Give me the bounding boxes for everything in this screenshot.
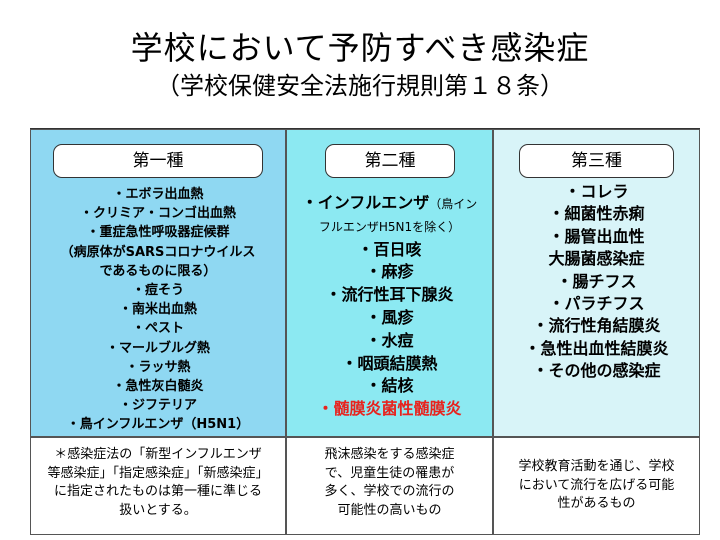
note-line: 学校教育活動を通じ、学校 bbox=[518, 459, 675, 474]
note-line: 等感染症」「指定感染症」「新感染症」 bbox=[47, 465, 269, 481]
list-item: ・エボラ出血熱 bbox=[112, 187, 204, 202]
category-1-disease-list: ・エボラ出血熱 ・クリミア・コンゴ出血熱 ・重症急性呼吸器症候群 （病原体がSA… bbox=[31, 185, 285, 435]
list-item: ・流行性角結膜炎 bbox=[532, 316, 661, 336]
influenza-note: （鳥イン bbox=[429, 197, 478, 211]
note-line: で、児童生徒の罹患が bbox=[324, 465, 455, 481]
list-item: ・鳥インフルエンザ（H5N1） bbox=[66, 417, 250, 433]
page-title: 学校において予防すべき感染症 bbox=[130, 29, 590, 67]
title-divider bbox=[30, 128, 700, 129]
list-item: ・マールブルグ熱 bbox=[105, 340, 210, 356]
category-1-header: 第一種 bbox=[53, 144, 263, 178]
list-item: ・南米出血熱 bbox=[118, 302, 197, 318]
note-line: 多く、学校での流行の bbox=[324, 484, 455, 499]
category-3-note: 学校教育活動を通じ、学校 において流行を広げる可能 性があるもの bbox=[493, 437, 700, 535]
list-item: ・痘そう bbox=[131, 283, 184, 299]
list-item: ・重症急性呼吸器症候群 bbox=[86, 225, 230, 241]
note-line: 性があるもの bbox=[557, 496, 636, 511]
list-item: （病原体がSARSコロナウイルス bbox=[60, 244, 256, 260]
influenza-label: ・インフルエンザ bbox=[301, 193, 430, 212]
note-line: 飛沫感染をする感染症 bbox=[324, 447, 455, 462]
note-line: 可能性の高いもの bbox=[337, 502, 442, 518]
list-item: ・その他の感染症 bbox=[532, 361, 661, 381]
list-item: ・腸管出血性 bbox=[548, 226, 645, 246]
page-subtitle: （学校保健安全法施行規則第１８条） bbox=[156, 72, 564, 100]
list-item: ・百日咳 bbox=[357, 239, 422, 259]
category-3-header: 第三種 bbox=[519, 144, 674, 178]
note-line: ＊感染症法の「新型インフルエンザ bbox=[54, 447, 262, 462]
category-3-disease-list: ・コレラ ・細菌性赤痢 ・腸管出血性 大腸菌感染症 ・腸チフス ・パラチフス ・… bbox=[494, 181, 699, 383]
list-item: ・コレラ bbox=[564, 182, 629, 201]
list-item: 大腸菌感染症 bbox=[548, 249, 645, 269]
list-item: ・急性出血性結膜炎 bbox=[524, 338, 669, 358]
category-2-note: 飛沫感染をする感染症 で、児童生徒の罹患が 多く、学校での流行の 可能性の高いも… bbox=[286, 437, 493, 535]
list-item: ・細菌性赤痢 bbox=[548, 204, 645, 224]
list-item: ・クリミア・コンゴ出血熱 bbox=[79, 206, 236, 222]
list-item: ・急性灰白髄炎 bbox=[112, 379, 204, 395]
note-line: において流行を広げる可能 bbox=[518, 477, 675, 493]
highlighted-list-item: ・髄膜炎菌性髄膜炎 bbox=[317, 399, 462, 419]
list-item: ・麻疹 bbox=[365, 262, 414, 282]
list-item: ・流行性耳下腺炎 bbox=[325, 285, 454, 305]
list-item: ・腸チフス bbox=[556, 271, 637, 291]
category-1-note: ＊感染症法の「新型インフルエンザ 等感染症」「指定感染症」「新感染症」 に指定さ… bbox=[30, 437, 286, 535]
list-item: ・インフルエンザ（鳥イン bbox=[287, 192, 492, 216]
category-2-header: 第二種 bbox=[325, 144, 455, 178]
note-line: 扱いとする。 bbox=[119, 502, 197, 518]
note-line: に指定されたものは第一種に準じる bbox=[53, 484, 262, 499]
category-2-disease-list: ・インフルエンザ（鳥イン フルエンザH5N1を除く） ・百日咳 ・麻疹 ・流行性… bbox=[287, 192, 492, 421]
list-item: ・ジフテリア bbox=[118, 398, 197, 414]
category-2-panel: 第二種 ・インフルエンザ（鳥イン フルエンザH5N1を除く） ・百日咳 ・麻疹 … bbox=[286, 129, 493, 437]
list-item: ・結核 bbox=[365, 376, 414, 396]
list-item: ・ペスト bbox=[131, 321, 184, 337]
category-3-panel: 第三種 ・コレラ ・細菌性赤痢 ・腸管出血性 大腸菌感染症 ・腸チフス ・パラチ… bbox=[493, 129, 700, 437]
list-item: ・水痘 bbox=[365, 330, 414, 350]
list-item: ・ラッサ熱 bbox=[125, 359, 191, 375]
category-1-panel: 第一種 ・エボラ出血熱 ・クリミア・コンゴ出血熱 ・重症急性呼吸器症候群 （病原… bbox=[30, 129, 286, 437]
list-item: ・風疹 bbox=[365, 307, 414, 327]
list-item: ・咽頭結膜熱 bbox=[341, 353, 438, 373]
list-item: であるものに限る） bbox=[99, 263, 217, 279]
influenza-note-continued: フルエンザH5N1を除く） bbox=[318, 219, 461, 234]
list-item: ・パラチフス bbox=[548, 294, 645, 314]
